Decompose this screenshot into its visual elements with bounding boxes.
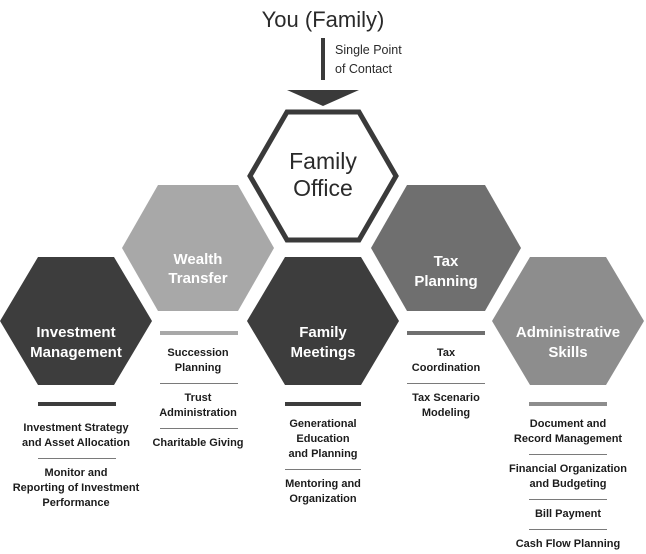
meetings-column-bar xyxy=(285,402,361,406)
admin-list-item-line: and Budgeting xyxy=(530,478,607,490)
admin-list-item-line: Record Management xyxy=(514,433,623,445)
meetings-list-item-line: Generational xyxy=(289,418,356,430)
admin-list-item-line: Financial Organization xyxy=(509,463,627,475)
hex-meetings-label-line2: Meetings xyxy=(290,344,355,361)
down-arrow-icon xyxy=(287,90,359,106)
hex-admin-label-line2: Skills xyxy=(548,344,587,361)
meetings-list-item-line: Education xyxy=(296,433,349,445)
wealth-list-item-line: Charitable Giving xyxy=(152,437,243,449)
tax-list-item-line: Coordination xyxy=(412,362,481,374)
contact-label-line1: Single Point xyxy=(335,43,402,57)
wealth-list-item-line: Trust xyxy=(185,392,212,404)
hex-family-office: Family Office xyxy=(247,109,399,243)
tax-column-bar xyxy=(407,331,485,335)
meetings-list-item-line: Organization xyxy=(289,493,357,505)
hex-office-label-line1: Family xyxy=(289,148,357,174)
hex-investment-label-line1: Investment xyxy=(36,324,115,341)
wealth-list-item-line: Administration xyxy=(159,407,237,419)
meetings-list-item-line: and Planning xyxy=(288,448,357,460)
tax-list-item-line: Modeling xyxy=(422,407,470,419)
investment-list-item-line: Reporting of Investment xyxy=(13,482,140,494)
tax-list-item-line: Tax Scenario xyxy=(412,392,480,404)
hex-admin-label-line1: Administrative xyxy=(516,324,620,341)
tax-list-item-line: Tax xyxy=(437,347,456,359)
hex-tax-label-line2: Planning xyxy=(414,273,477,290)
admin-column-bar xyxy=(529,402,607,406)
hex-investment-management: Investment Management xyxy=(0,257,152,385)
contact-label-line2: of Contact xyxy=(335,62,393,76)
investment-list-item-line: Performance xyxy=(42,497,109,509)
investment-list-item-line: Investment Strategy xyxy=(23,422,129,434)
hex-meetings-label-line1: Family xyxy=(299,324,347,341)
hex-wealth-label-line1: Wealth xyxy=(174,251,223,268)
wealth-column-bar xyxy=(160,331,238,335)
wealth-list-item-line: Succession xyxy=(167,347,228,359)
wealth-list-item-line: Planning xyxy=(175,362,221,374)
hex-tax-planning: Tax Planning xyxy=(371,185,521,311)
admin-list-item-line: Cash Flow Planning xyxy=(516,538,621,550)
admin-list-item-line: Bill Payment xyxy=(535,508,601,520)
hex-tax-label-line1: Tax xyxy=(434,253,459,270)
hex-wealth-transfer: Wealth Transfer xyxy=(122,185,274,311)
investment-list-item-line: and Asset Allocation xyxy=(22,437,130,449)
admin-list-item-line: Document and xyxy=(530,418,606,430)
hex-investment-label-line2: Management xyxy=(30,344,122,361)
investment-item-list: Investment Strategy and Asset AllocationM… xyxy=(13,422,140,509)
hex-office-label-line2: Office xyxy=(293,175,353,201)
investment-column-bar xyxy=(38,402,116,406)
connector-line xyxy=(321,38,325,80)
hex-family-meetings: Family Meetings xyxy=(247,257,399,385)
hex-administrative-skills: Administrative Skills xyxy=(492,257,644,385)
top-title: You (Family) xyxy=(262,7,385,32)
meetings-list-item-line: Mentoring and xyxy=(285,478,361,490)
wealth-item-list: SuccessionPlanningTrustAdministrationCha… xyxy=(152,347,243,449)
investment-list-item-line: Monitor and xyxy=(45,467,108,479)
hex-wealth-label-line2: Transfer xyxy=(168,270,227,287)
